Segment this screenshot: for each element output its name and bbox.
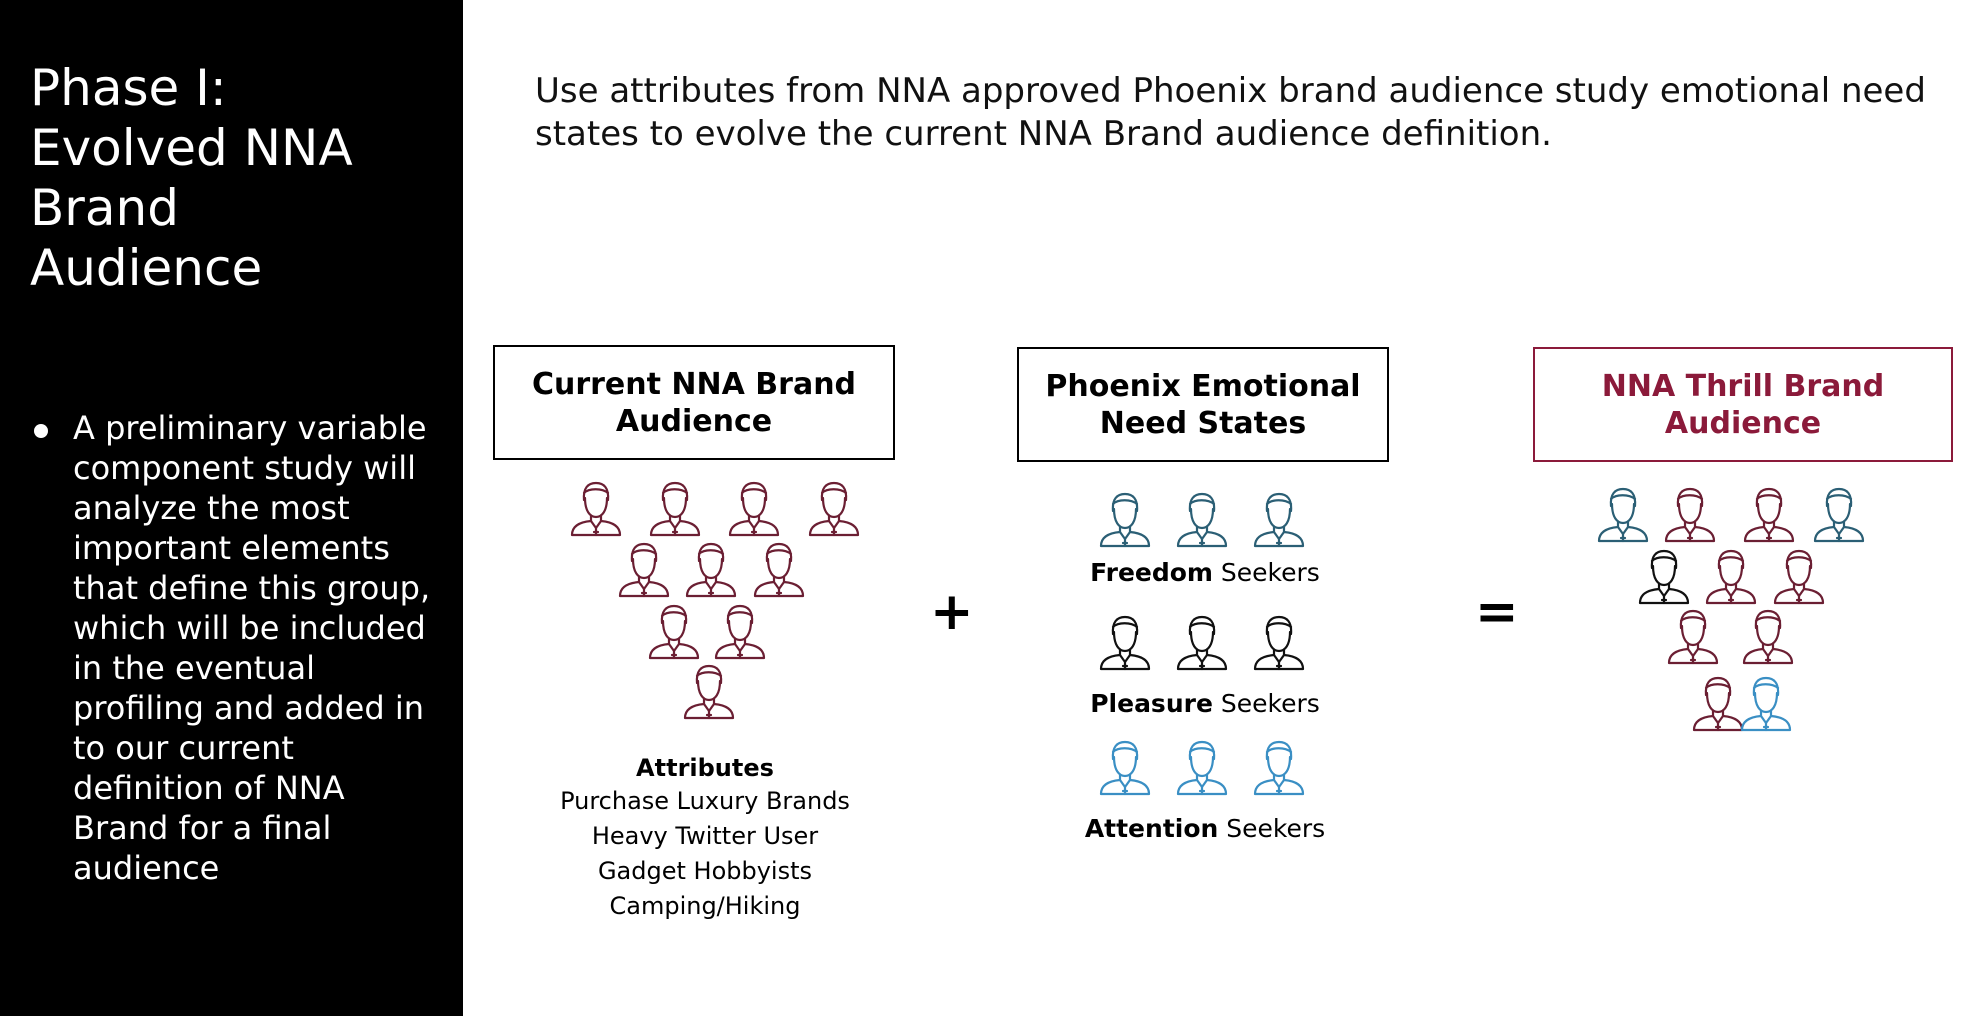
person-icon [1597,487,1649,543]
thrill-audience-title: NNA Thrill Brand Audience [1601,368,1885,441]
person-icon [1664,487,1716,543]
person-icon [685,542,737,598]
attributes-list: Attributes Purchase Luxury Brands Heavy … [520,752,890,924]
bullet-text: A preliminary variable component study w… [73,409,431,887]
current-audience-title: Current NNA Brand Audience [531,366,857,439]
attribute-item: Camping/Hiking [609,892,801,920]
person-icon [648,604,700,660]
title-line: Brand [30,179,179,237]
person-icon [753,542,805,598]
person-icon [1099,740,1151,796]
person-icon [649,481,701,537]
person-icon [1813,487,1865,543]
plus-operator: + [930,582,974,642]
title-line: Phase I: [30,59,227,117]
title-line: Evolved NNA [30,119,353,177]
phoenix-need-states-title: Phoenix Emotional Need States [1045,368,1361,441]
person-icon [1099,615,1151,671]
person-icon [1638,549,1690,605]
person-icon [1773,549,1825,605]
attributes-heading: Attributes [636,754,774,782]
attention-seekers-label: Attention Seekers [1084,814,1326,843]
person-icon [1176,615,1228,671]
current-audience-box: Current NNA Brand Audience [493,345,895,460]
sidebar: Phase I: Evolved NNA Brand Audience A pr… [0,0,463,1016]
intro-text: Use attributes from NNA approved Phoenix… [535,71,1926,154]
person-icon [1692,676,1744,732]
thrill-audience-box: NNA Thrill Brand Audience [1533,347,1953,462]
person-icon [714,604,766,660]
person-icon [1099,492,1151,548]
person-icon [1253,740,1305,796]
pleasure-seekers-label: Pleasure Seekers [1090,689,1320,718]
person-icon [1253,492,1305,548]
person-icon [1742,609,1794,665]
person-icon [618,542,670,598]
page-title: Phase I: Evolved NNA Brand Audience [30,58,450,298]
person-icon [1176,740,1228,796]
freedom-seekers-label: Freedom Seekers [1090,558,1320,587]
person-icon [1740,676,1792,732]
title-line: Audience [30,239,263,297]
attribute-item: Purchase Luxury Brands [560,787,850,815]
attribute-item: Heavy Twitter User [591,822,819,850]
attribute-item: Gadget Hobbyists [597,857,813,885]
person-icon [570,481,622,537]
person-icon [808,481,860,537]
sidebar-bullet: A preliminary variable component study w… [30,408,440,888]
person-icon [1743,487,1795,543]
person-icon [683,664,735,720]
person-icon [1667,609,1719,665]
person-icon [1253,615,1305,671]
person-icon [1176,492,1228,548]
equals-operator: = [1475,582,1519,642]
person-icon [728,481,780,537]
phoenix-need-states-box: Phoenix Emotional Need States [1017,347,1389,462]
bullet-dot [34,424,48,438]
person-icon [1705,549,1757,605]
